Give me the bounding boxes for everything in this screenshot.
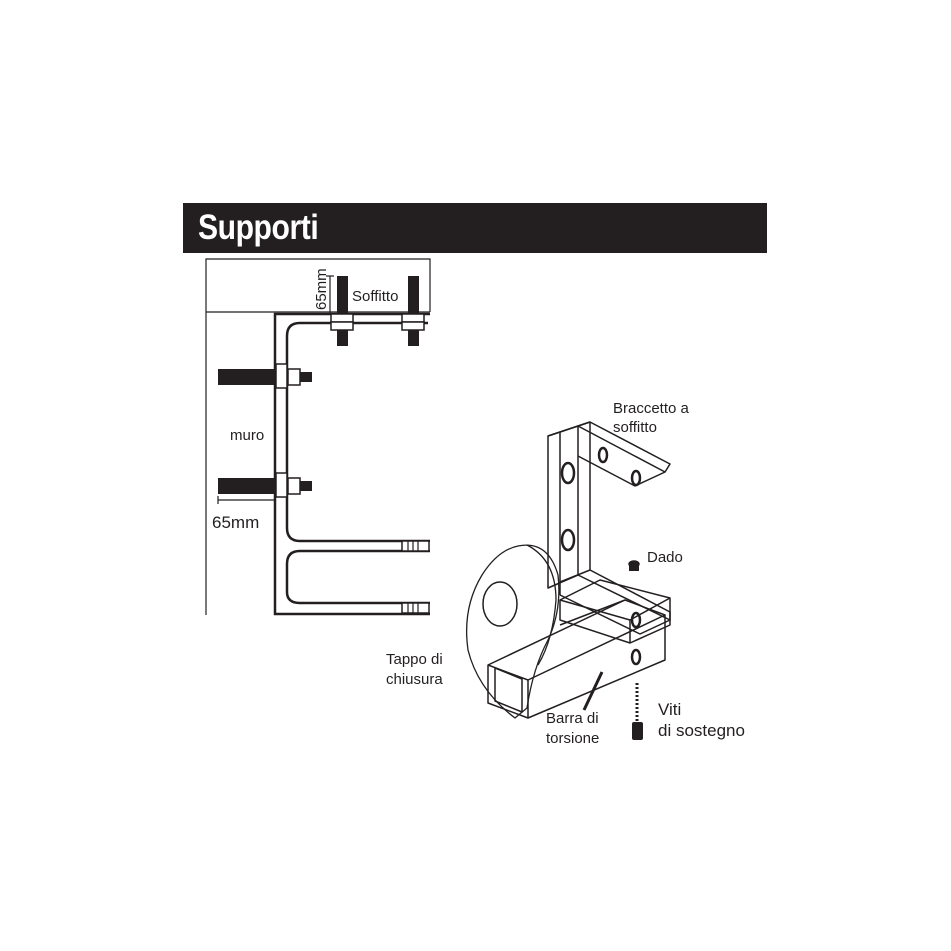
bracket-lower-loop bbox=[285, 549, 430, 605]
end-cap-label-line2: chiusura bbox=[386, 671, 443, 688]
wall-dimension-label: 65mm bbox=[212, 513, 259, 532]
mounting-diagram bbox=[205, 258, 431, 616]
ceiling-bolt-right bbox=[401, 276, 425, 346]
torsion-bar-label-line2: torsione bbox=[546, 730, 599, 747]
section-title: Supporti bbox=[198, 208, 319, 247]
bracket-profile-outer bbox=[273, 312, 430, 616]
ceiling-label: Soffitto bbox=[352, 288, 398, 305]
support-screw-icon bbox=[632, 683, 643, 740]
torsion-bar-label-line1: Barra di bbox=[546, 710, 599, 727]
bracket-profile-inner bbox=[285, 321, 430, 543]
bracket-label-line1: Braccetto a bbox=[613, 400, 690, 417]
end-cap bbox=[465, 544, 560, 719]
lower-arm-end-bottom bbox=[401, 602, 430, 614]
ceiling-outline bbox=[205, 258, 431, 312]
end-cap-label-line1: Tappo di bbox=[386, 651, 443, 668]
nut-label: Dado bbox=[647, 549, 683, 566]
screws-label-line2: di sostegno bbox=[658, 721, 745, 740]
torsion-bar-leader bbox=[582, 671, 604, 711]
wall-label: muro bbox=[230, 427, 264, 444]
ceiling-bolt-left bbox=[330, 276, 354, 346]
torsion-bar bbox=[487, 599, 666, 719]
tube-housing bbox=[559, 579, 671, 644]
lower-arm-end-top bbox=[401, 540, 430, 552]
ceiling-dimension-label: 65mm bbox=[313, 268, 330, 310]
arm-screw-holes bbox=[597, 446, 642, 666]
bracket-label-line2: soffitto bbox=[613, 419, 657, 436]
wall-bolt-bottom bbox=[218, 472, 312, 498]
section-header: Supporti bbox=[183, 203, 767, 253]
screws-label-line1: Viti bbox=[658, 700, 681, 719]
wall-bolt-top bbox=[218, 363, 312, 389]
component-diagram bbox=[465, 421, 671, 740]
nut-icon bbox=[628, 560, 640, 571]
